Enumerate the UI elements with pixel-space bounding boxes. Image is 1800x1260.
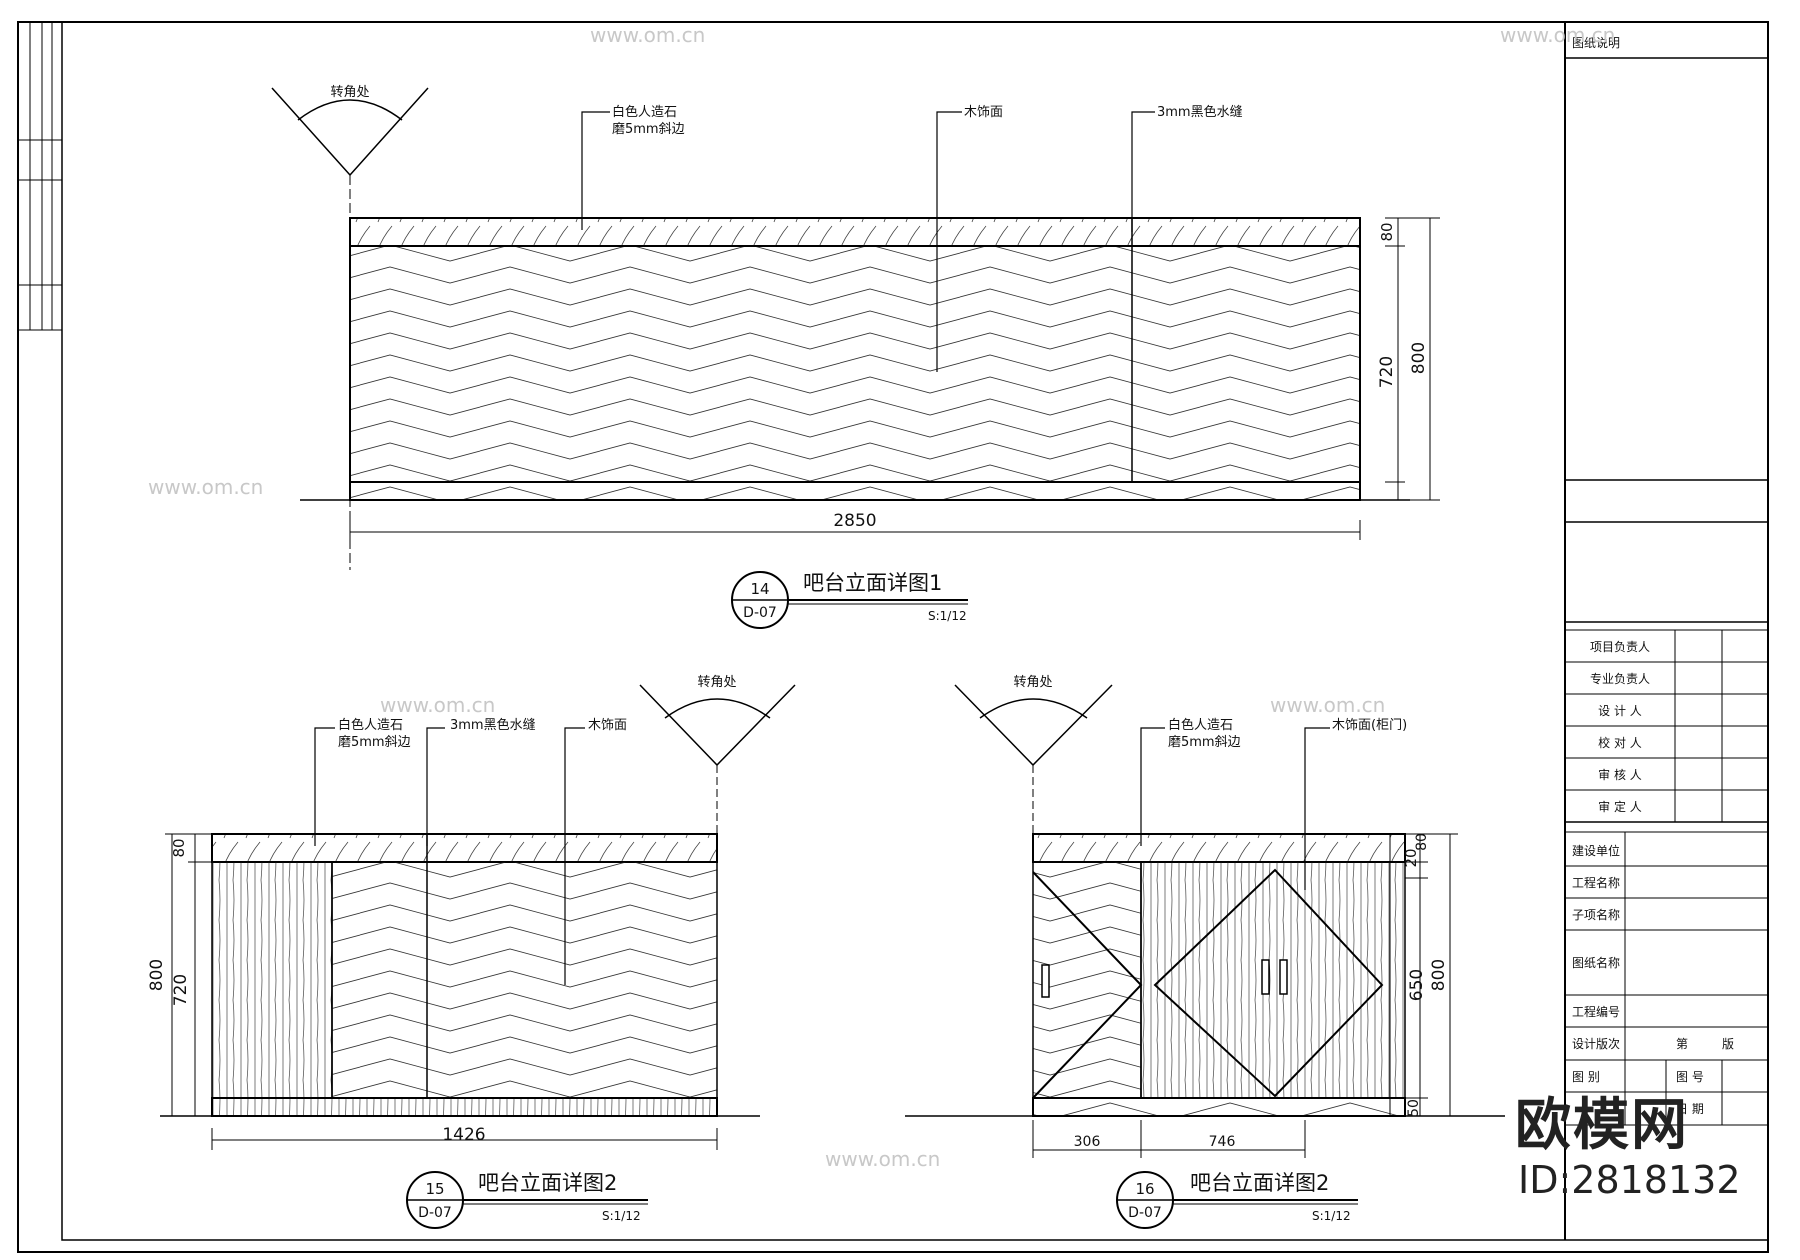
- dim-mid: 650: [1407, 969, 1427, 1001]
- corner-label: 转角处: [1013, 675, 1052, 690]
- watermark-site: www.om.cn: [1270, 693, 1385, 717]
- title-block: [1564, 22, 1768, 1240]
- wood-panel: [349, 245, 1361, 483]
- watermark-site: www.om.cn: [1500, 23, 1615, 47]
- text-layer: 转角处 白色人造石 磨5mm斜边 木饰面 3mm黑色水缝 2850 80 720…: [147, 23, 1734, 1223]
- tb-version-label: 第: [1676, 1037, 1688, 1051]
- tb-role: 项目负责人: [1590, 640, 1650, 654]
- elevation-15: [160, 684, 796, 1229]
- plinth: [1032, 1097, 1406, 1117]
- dim-width: 2850: [833, 511, 876, 531]
- callout-stone: 白色人造石: [338, 717, 403, 733]
- tb-role: 校 对 人: [1598, 735, 1642, 750]
- corner-label: 转角处: [330, 85, 369, 100]
- drawing-scale: S:1/12: [1312, 1209, 1351, 1223]
- tb-field: 建设单位: [1572, 843, 1620, 858]
- tb-field: 工程名称: [1572, 875, 1620, 890]
- callout-stone: 白色人造石: [1168, 717, 1233, 733]
- dim-a: 20: [1402, 848, 1420, 867]
- sheet-ref: D-07: [743, 605, 777, 621]
- callout-wood-door: 木饰面(柜门): [1332, 718, 1407, 733]
- drawing-title: 吧台立面详图1: [803, 571, 942, 595]
- leader-line: [936, 111, 962, 372]
- dim-right: 746: [1209, 1134, 1236, 1150]
- drawing-scale: S:1/12: [928, 609, 967, 623]
- tb-category: 图 别: [1572, 1070, 1600, 1084]
- countertop-stone: [1032, 833, 1406, 863]
- leader-line: [1131, 111, 1155, 232]
- sheet-frame: [17, 21, 1769, 1253]
- dim-total: 800: [1409, 342, 1429, 374]
- cabinet-door-left: [1032, 861, 1142, 1099]
- dim-left: 306: [1074, 1134, 1101, 1150]
- callout-groove: 3mm黑色水缝: [450, 717, 536, 733]
- plinth: [211, 1097, 718, 1117]
- tb-role: 设 计 人: [1598, 704, 1642, 718]
- sheet-ref: D-07: [1128, 1205, 1162, 1221]
- elevation-14: [271, 87, 1440, 629]
- drawing-number: 16: [1135, 1180, 1154, 1198]
- cabinet-doors: [1140, 861, 1406, 1099]
- drawing-number: 15: [425, 1180, 444, 1198]
- watermark-site: www.om.cn: [590, 23, 705, 47]
- corner-symbol: [271, 87, 429, 177]
- dim-body: 720: [1377, 356, 1397, 388]
- callout-bevel: 磨5mm斜边: [612, 122, 685, 137]
- countertop-stone: [211, 833, 718, 863]
- watermark-id: ID:2818132: [1518, 1158, 1741, 1202]
- callout-stone: 白色人造石: [612, 104, 677, 120]
- sheet-ref: D-07: [418, 1205, 452, 1221]
- dim-total: 800: [1429, 959, 1449, 991]
- tb-version-suffix: 版: [1722, 1037, 1734, 1051]
- dim-top: 80: [1378, 222, 1396, 241]
- corner-symbol: [639, 684, 796, 834]
- tb-field: 工程编号: [1572, 1004, 1620, 1019]
- dim-bottom: 50: [1406, 1099, 1422, 1117]
- elevation-16: [905, 684, 1505, 1229]
- tb-field: 图纸名称: [1572, 955, 1620, 970]
- dim-width: 1426: [442, 1125, 485, 1145]
- countertop-stone: [349, 217, 1361, 247]
- drawing-scale: S:1/12: [602, 1209, 641, 1223]
- tb-role: 审 定 人: [1598, 799, 1642, 814]
- watermark-site: www.om.cn: [825, 1147, 940, 1171]
- drawing-title: 吧台立面详图2: [1190, 1171, 1329, 1195]
- tb-drawing-no: 图 号: [1676, 1070, 1704, 1084]
- wood-panel: [331, 861, 718, 1099]
- tb-header: 图纸说明: [1572, 35, 1620, 50]
- corner-label: 转角处: [697, 675, 736, 690]
- dim-body: 720: [171, 974, 191, 1006]
- callout-bevel: 磨5mm斜边: [338, 735, 411, 750]
- callout-wood: 木饰面: [964, 105, 1003, 120]
- leader-line: [581, 111, 610, 230]
- plinth: [349, 481, 1361, 501]
- callout-wood: 木饰面: [588, 718, 627, 733]
- door-handle: [1279, 959, 1288, 995]
- drawing-number: 14: [750, 580, 769, 598]
- dim-total: 800: [147, 959, 167, 991]
- callout-groove: 3mm黑色水缝: [1157, 104, 1243, 120]
- dim-b: 80: [1414, 833, 1430, 851]
- watermark-site: www.om.cn: [380, 693, 495, 717]
- callout-bevel: 磨5mm斜边: [1168, 735, 1241, 750]
- wood-end-panel: [211, 861, 333, 1099]
- tb-role: 专业负责人: [1590, 671, 1650, 686]
- tb-date: 日 期: [1676, 1102, 1704, 1116]
- dim-top: 80: [170, 838, 188, 857]
- drawing-title: 吧台立面详图2: [478, 1171, 617, 1195]
- door-handle: [1261, 959, 1270, 995]
- corner-symbol: [954, 684, 1113, 834]
- tb-field: 子项名称: [1572, 907, 1620, 922]
- door-handle: [1041, 964, 1050, 998]
- tb-field: 设计版次: [1572, 1037, 1620, 1051]
- watermark-brand: 欧模网: [1515, 1093, 1689, 1158]
- tb-role: 审 核 人: [1598, 767, 1642, 782]
- watermark-site: www.om.cn: [148, 475, 263, 499]
